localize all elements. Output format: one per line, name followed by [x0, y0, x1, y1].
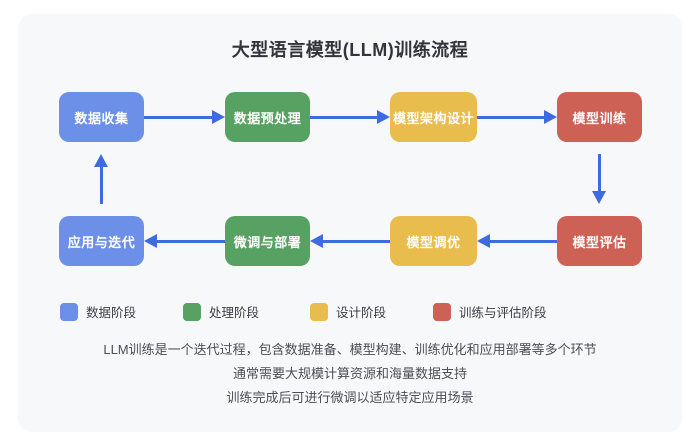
arrow-down-icon	[592, 154, 606, 204]
arrow-line	[490, 239, 557, 243]
arrow-line	[144, 115, 212, 119]
diagram-card: 大型语言模型(LLM)训练流程 数据收集 数据预处理 模型架构设计 模型训练 应…	[18, 14, 682, 432]
arrow-right-icon	[310, 110, 390, 124]
flow-node-model-tuning: 模型调优	[390, 216, 477, 266]
arrow-head-right-icon	[377, 110, 390, 124]
flow-node-finetune-deploy: 微调与部署	[225, 216, 310, 266]
flow-node-model-evaluation: 模型评估	[557, 216, 642, 266]
arrow-head-down-icon	[592, 191, 606, 204]
legend-label: 设计阶段	[336, 306, 387, 320]
arrow-line	[323, 239, 390, 243]
notes-block: LLM训练是一个迭代过程，包含数据准备、模型构建、训练优化和应用部署等多个环节 …	[18, 338, 682, 410]
arrow-right-icon	[477, 110, 557, 124]
legend-label: 训练与评估阶段	[459, 306, 547, 320]
flow-node-architecture-design: 模型架构设计	[390, 92, 477, 142]
note-line-2: 通常需要大规模计算资源和海量数据支持	[232, 366, 467, 381]
arrow-left-icon	[477, 234, 557, 248]
legend-swatch-design	[310, 302, 328, 321]
legend-item-design-stage: 设计阶段	[310, 302, 386, 321]
flow-node-data-collection: 数据收集	[59, 92, 144, 142]
arrow-right-icon	[144, 110, 225, 124]
arrow-line	[157, 239, 225, 243]
legend-label: 数据阶段	[86, 306, 137, 320]
arrow-head-right-icon	[212, 110, 225, 124]
flow-node-data-preprocessing: 数据预处理	[225, 92, 310, 142]
arrow-up-icon	[94, 154, 108, 204]
arrow-left-icon	[310, 234, 390, 248]
arrow-head-left-icon	[310, 234, 323, 248]
arrow-line	[477, 115, 544, 119]
legend-swatch-train-eval	[433, 302, 451, 321]
flow-node-model-training: 模型训练	[557, 92, 642, 142]
legend-swatch-data	[60, 302, 78, 321]
legend-item-train-eval-stage: 训练与评估阶段	[433, 302, 547, 321]
note-line-3: 训练完成后可进行微调以适应特定应用场景	[226, 390, 474, 405]
arrow-line	[597, 154, 601, 191]
legend-label: 处理阶段	[209, 306, 260, 320]
flow-node-application-iteration: 应用与迭代	[59, 216, 144, 266]
arrow-head-left-icon	[144, 234, 157, 248]
arrow-line	[99, 167, 103, 204]
legend-item-process-stage: 处理阶段	[183, 302, 259, 321]
arrow-left-icon	[144, 234, 225, 248]
arrow-head-right-icon	[544, 110, 557, 124]
note-line-1: LLM训练是一个迭代过程，包含数据准备、模型构建、训练优化和应用部署等多个环节	[103, 342, 597, 357]
diagram-title: 大型语言模型(LLM)训练流程	[231, 40, 469, 60]
arrow-head-up-icon	[94, 154, 108, 167]
legend-item-data-stage: 数据阶段	[60, 302, 136, 321]
arrow-line	[310, 115, 377, 119]
arrow-head-left-icon	[477, 234, 490, 248]
legend-swatch-process	[183, 302, 201, 321]
